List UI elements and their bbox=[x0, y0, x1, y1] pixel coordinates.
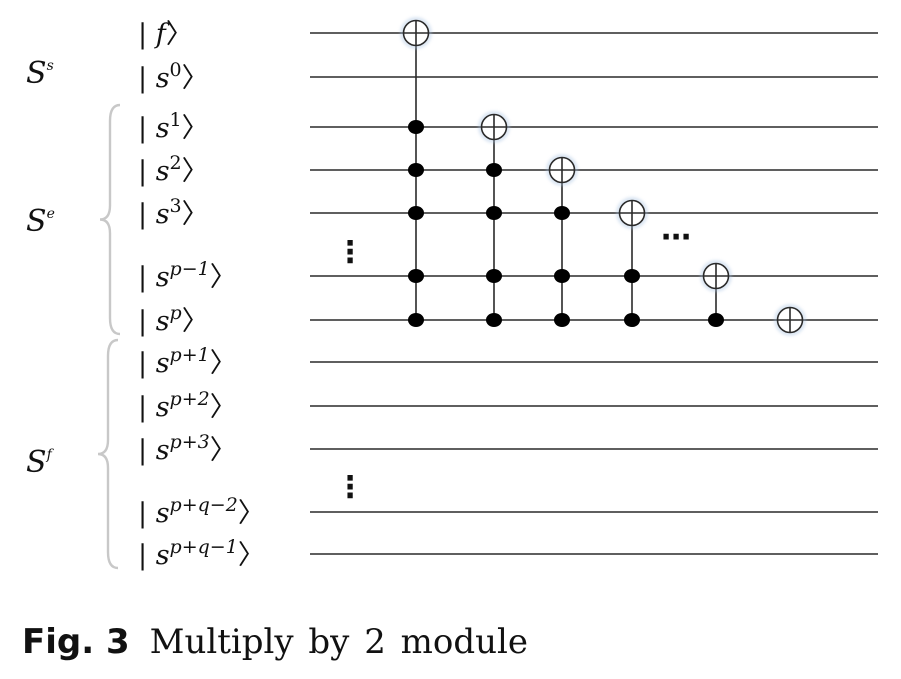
qubit-label-sp+3: | sp+3〉 bbox=[138, 431, 237, 466]
control-dot-sp bbox=[408, 313, 424, 327]
register-label-e: Se bbox=[26, 204, 55, 239]
qubit-label-sp+1: | sp+1〉 bbox=[138, 344, 237, 379]
cnot-gate-6 bbox=[774, 304, 806, 336]
qubit-label-s1: | s1〉 bbox=[138, 109, 209, 144]
register-brace-f bbox=[97, 338, 119, 570]
control-dot-sp bbox=[624, 313, 640, 327]
qubit-wires bbox=[310, 32, 878, 555]
control-dot-s3 bbox=[554, 206, 570, 220]
cnot-gate-2 bbox=[478, 111, 510, 327]
cnot-gate-5 bbox=[700, 260, 732, 327]
control-dot-sp-1 bbox=[408, 269, 424, 283]
qubit-label-s2: | s2〉 bbox=[138, 152, 209, 187]
qubit-label-f: | f〉 bbox=[138, 19, 193, 50]
control-dot-sp bbox=[708, 313, 724, 327]
control-dot-sp bbox=[486, 313, 502, 327]
target-glow bbox=[616, 197, 648, 229]
caption-text: Multiply by 2 module bbox=[149, 622, 529, 662]
target-glow bbox=[774, 304, 806, 336]
register-brace-e bbox=[99, 103, 121, 336]
target-glow bbox=[546, 154, 578, 186]
control-dot-s2 bbox=[486, 163, 502, 177]
vertical-ellipsis-lower: ⋮ bbox=[335, 470, 365, 505]
control-dot-sp-1 bbox=[486, 269, 502, 283]
register-braces bbox=[97, 103, 121, 570]
cnot-gate-3 bbox=[546, 154, 578, 327]
horizontal-ellipsis: ⋯ bbox=[661, 220, 691, 255]
qubit-label-s3: | s3〉 bbox=[138, 195, 209, 230]
cnot-gate-1 bbox=[400, 17, 432, 327]
qubit-labels: | f〉 | s0〉 | s1〉 | s2〉 | s3〉 | sp−1〉 | sp〉 | sp… bbox=[138, 19, 265, 571]
control-dot-s3 bbox=[408, 206, 424, 220]
target-glow bbox=[400, 17, 432, 49]
qubit-label-s0: | s0〉 bbox=[138, 59, 209, 94]
cnot-gate-4 bbox=[616, 197, 648, 327]
register-label-s: Ss bbox=[26, 56, 54, 91]
qubit-label-sp+2: | sp+2〉 bbox=[138, 388, 237, 423]
figure-caption: Fig. 3 Multiply by 2 module bbox=[22, 622, 528, 662]
vertical-ellipsis-upper: ⋮ bbox=[335, 235, 365, 270]
qubit-label-sp+q-1: | sp+q−1〉 bbox=[138, 536, 265, 571]
figure-number: Fig. 3 bbox=[22, 622, 130, 662]
qubit-label-sp+q-2: | sp+q−2〉 bbox=[138, 494, 265, 529]
control-dot-sp-1 bbox=[624, 269, 640, 283]
control-dot-s1 bbox=[408, 120, 424, 134]
control-dot-sp-1 bbox=[554, 269, 570, 283]
qubit-label-sp: | sp〉 bbox=[138, 302, 209, 337]
gate-layer bbox=[400, 17, 806, 336]
target-glow bbox=[700, 260, 732, 292]
register-label-f: Sf bbox=[26, 445, 55, 480]
control-dot-s3 bbox=[486, 206, 502, 220]
target-glow bbox=[478, 111, 510, 143]
control-dot-sp bbox=[554, 313, 570, 327]
control-dot-s2 bbox=[408, 163, 424, 177]
qubit-label-sp-1: | sp−1〉 bbox=[138, 258, 237, 293]
ellipsis-marks: ⋮ ⋮ ⋯ bbox=[335, 220, 691, 505]
